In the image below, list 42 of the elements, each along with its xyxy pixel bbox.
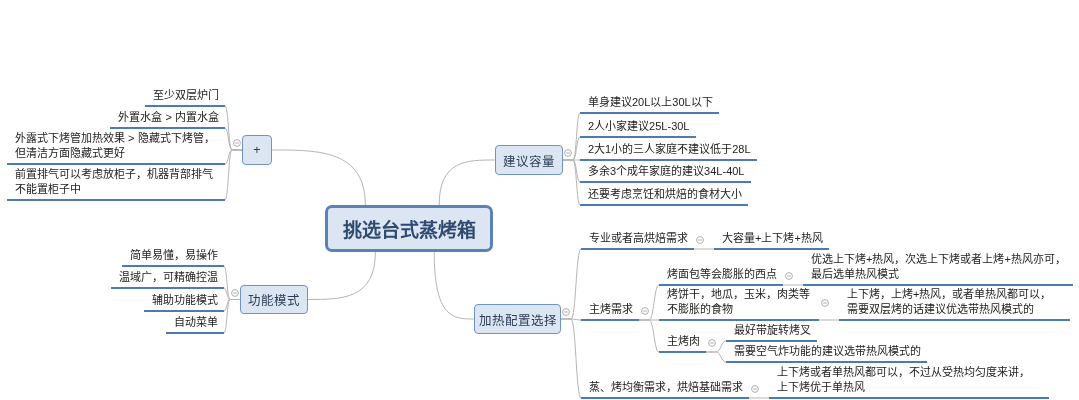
- subtopic-text: 主烤需求: [581, 302, 639, 321]
- connector-line: [560, 318, 582, 399]
- subtopic-text: 辅助功能模式: [144, 293, 224, 312]
- subtopic-text: 烤面包等会膨胀的西点: [659, 267, 783, 286]
- connector-line: [638, 319, 660, 353]
- subtopic-text: 上下烤，上烤+热风，或者单热风都可以，需要双层烤的话建议优选带热风模式的: [839, 287, 1070, 321]
- connector-line: [693, 248, 715, 250]
- topic-box: +: [242, 135, 272, 165]
- subtopic-text: 简单易懂，易操作: [122, 248, 224, 267]
- subtopic-text: 外置水盒 > 内置水盒: [110, 110, 225, 129]
- connector-line: [748, 397, 770, 399]
- subtopic-text: 还要考虑烹饪和烘焙的食材大小: [580, 187, 748, 206]
- subtopic-text: 单身建议20L以上30L以下: [580, 95, 719, 114]
- connector-line: [271, 149, 366, 206]
- subtopic-text: 2大1小的三人家庭不建议低于28L: [580, 142, 757, 161]
- subtopic-text: 大容量+上下烤+热风: [714, 231, 829, 250]
- topic-box: 功能模式: [240, 285, 308, 314]
- connector-line: [818, 319, 840, 321]
- central-topic-box: 挑选台式蒸烤箱: [325, 205, 493, 252]
- subtopic-text: 温域广，可精确控温: [111, 270, 224, 289]
- subtopic-text: 主烤肉: [659, 334, 706, 353]
- subtopic-text: 蒸、烤均衡需求，烘焙基础需求: [581, 380, 749, 399]
- subtopic-text: 外露式下烤管加热效果 > 隐藏式下烤管，但清洁方面隐藏式更好: [7, 131, 225, 165]
- subtopic-text: 自动菜单: [166, 315, 224, 334]
- subtopic-text: 烤饼干，地瓜，玉米，肉类等不膨胀的食物: [659, 287, 819, 321]
- subtopic-text: 2人小家建议25L-30L: [580, 119, 696, 138]
- connector-line: [433, 251, 475, 320]
- subtopic-text: 至少双层炉门: [145, 88, 225, 107]
- subtopic-text: 需要空气炸功能的建议选带热风模式的: [726, 344, 927, 363]
- topic-box: 加热配置选择: [474, 304, 561, 334]
- connector-line: [705, 351, 727, 363]
- topic-box: 建议容量: [495, 145, 563, 175]
- connector-line: [438, 159, 496, 206]
- subtopic-text: 优选上下烤+热风，次选上下烤或者上烤+热风亦可，最后选单热风模式: [803, 252, 1073, 286]
- subtopic-text: 上下烤或者单热风都可以，不过从受热均匀度来讲，上下烤优于单热风: [769, 365, 1049, 399]
- connector-line: [307, 251, 376, 300]
- subtopic-text: 前置排气可以考虑放柜子，机器背部排气不能置柜子中: [7, 167, 225, 201]
- connector-line: [782, 284, 804, 286]
- subtopic-text: 专业或者高烘焙需求: [581, 231, 694, 250]
- connector-line: [224, 149, 243, 201]
- subtopic-text: 最好带旋转烤叉: [726, 323, 817, 342]
- subtopic-text: 多余3个成年家庭的建议34L-40L: [580, 164, 751, 183]
